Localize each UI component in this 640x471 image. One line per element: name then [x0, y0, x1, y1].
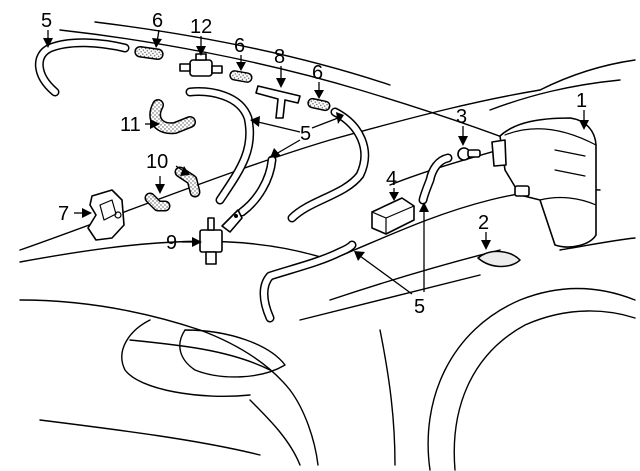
washer-reservoir[interactable]	[491, 117, 597, 248]
callout-9: 9	[166, 232, 177, 254]
hose-short-lower[interactable]	[237, 155, 277, 217]
callout-labels: 1 2 3 4 5 5 5 5 6 6 6 7 8 9 10 11 12	[41, 10, 587, 318]
hose-group	[34, 38, 453, 323]
hose-long-center[interactable]	[185, 87, 255, 205]
connector-sleeve-c[interactable]	[307, 97, 331, 112]
callout-6-right: 6	[312, 62, 323, 84]
tee-connector[interactable]	[255, 85, 301, 119]
callout-10: 10	[146, 151, 168, 173]
vehicle-body-outline	[19, 21, 636, 471]
callout-6-middle: 6	[234, 35, 245, 57]
callout-6-left: 6	[152, 10, 163, 32]
callout-4: 4	[386, 168, 397, 190]
connector-sleeves	[134, 45, 331, 112]
hose-fender-vertical[interactable]	[418, 153, 453, 205]
connector-sleeve-b[interactable]	[229, 70, 253, 83]
callout-3: 3	[456, 106, 467, 128]
callout-12: 12	[190, 16, 212, 38]
callout-5-center: 5	[300, 123, 311, 145]
callout-1: 1	[576, 90, 587, 112]
hose-top-left[interactable]	[34, 38, 130, 97]
leader-lines	[43, 29, 589, 295]
callout-5-top-left: 5	[41, 10, 52, 32]
vacuum-solenoid[interactable]	[199, 209, 243, 265]
callout-11: 11	[120, 114, 141, 136]
callout-8: 8	[274, 46, 285, 68]
callout-5-lower-right: 5	[414, 296, 425, 318]
mounting-bracket[interactable]	[87, 189, 125, 241]
connector-sleeve-a[interactable]	[134, 45, 164, 61]
hose-long-right[interactable]	[287, 107, 370, 223]
hose-fender-long[interactable]	[259, 240, 357, 323]
check-valve[interactable]	[179, 53, 223, 77]
reservoir-seal[interactable]	[477, 250, 521, 268]
callout-2: 2	[478, 212, 489, 234]
washer-nozzle[interactable]	[457, 147, 481, 161]
elbow-connector-11[interactable]	[149, 99, 196, 135]
washer-pump[interactable]	[371, 197, 415, 235]
callout-7: 7	[58, 203, 69, 225]
